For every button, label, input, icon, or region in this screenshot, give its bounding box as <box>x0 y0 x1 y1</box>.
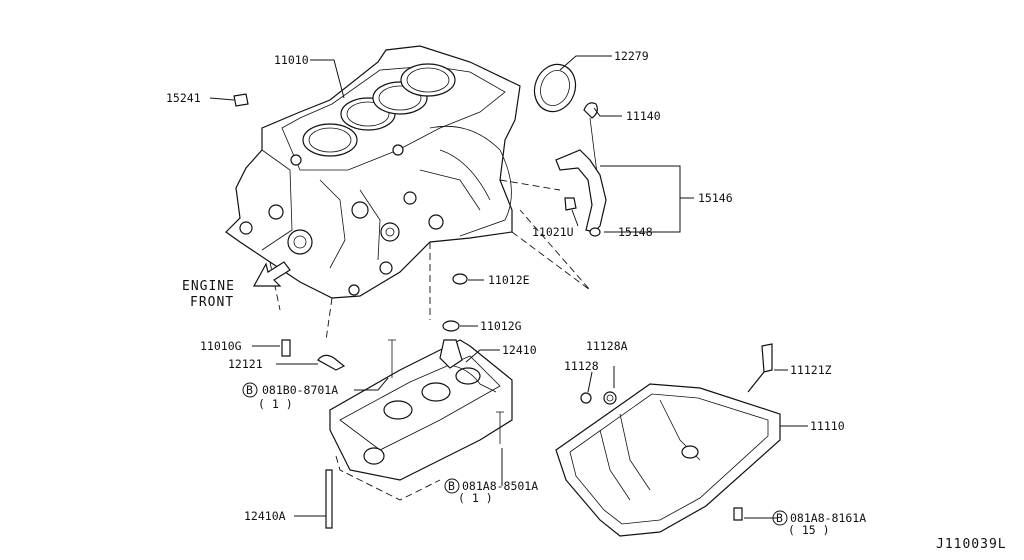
bolt-081a8-8161a <box>733 507 743 521</box>
label-11140: 11140 <box>626 109 661 123</box>
label-081a8-8501a: 081A8-8501A <box>462 479 538 493</box>
label-15146: 15146 <box>698 191 733 205</box>
svg-text:B: B <box>776 511 783 525</box>
washer-11012g <box>442 320 460 332</box>
label-081a8-8161a: 081A8-8161A <box>790 511 866 525</box>
bolt-symbol-081b0: B <box>242 382 258 398</box>
label-12410a: 12410A <box>244 509 286 523</box>
svg-text:B: B <box>246 383 253 397</box>
figure-id: J110039L <box>936 537 1007 552</box>
washer-11128 <box>580 392 592 404</box>
label-081a8-8501a-qty: ( 1 ) <box>458 491 493 505</box>
label-081a8-8161a-qty: ( 15 ) <box>788 523 830 537</box>
jet-12121 <box>317 354 346 371</box>
plug-11128a <box>603 391 617 405</box>
bolt-symbol-081a8-8161: B <box>772 510 788 526</box>
label-11021u: 11021U <box>532 225 574 239</box>
oil-level-gauge <box>555 102 607 237</box>
label-11121z: 11121Z <box>790 363 832 377</box>
label-11128: 11128 <box>564 359 599 373</box>
svg-text:B: B <box>448 479 455 493</box>
washer-11012e <box>452 273 468 285</box>
rear-oil-seal <box>533 63 577 113</box>
label-11012g: 11012G <box>480 319 522 333</box>
label-12121: 12121 <box>228 357 263 371</box>
part-labels: 11010 15241 12279 11140 15146 11021U 151… <box>166 49 1007 552</box>
plug-11010g <box>281 339 291 357</box>
label-15241: 15241 <box>166 91 201 105</box>
label-11012e: 11012E <box>488 273 530 287</box>
cylinder-bore-1 <box>302 123 358 157</box>
label-081b0-8701a: 081B0-8701A <box>262 383 338 397</box>
label-11010g: 11010G <box>200 339 242 353</box>
label-12410: 12410 <box>502 343 537 357</box>
label-11110: 11110 <box>810 419 845 433</box>
label-12279: 12279 <box>614 49 649 63</box>
leader-lines <box>209 55 808 519</box>
plug-11121z <box>747 343 773 393</box>
oil-pump-assembly <box>325 339 513 529</box>
label-081b0-qty: ( 1 ) <box>258 397 293 411</box>
label-11128a: 11128A <box>586 339 628 353</box>
plug-15241 <box>233 93 249 107</box>
o-ring-15148 <box>589 227 601 237</box>
engine-front-arrow-icon <box>252 261 291 287</box>
cylinder-bore-4 <box>400 63 456 97</box>
label-engine: ENGINE <box>182 279 235 294</box>
bolt-12410a <box>325 469 333 529</box>
label-15148: 15148 <box>618 225 653 239</box>
label-11010: 11010 <box>274 53 309 67</box>
oil-pan <box>555 343 781 537</box>
cylinder-block <box>225 45 591 341</box>
bolt-symbol-081a8-8501: B <box>444 478 460 494</box>
label-front: FRONT <box>190 295 234 310</box>
bolt-11021u <box>564 197 577 211</box>
